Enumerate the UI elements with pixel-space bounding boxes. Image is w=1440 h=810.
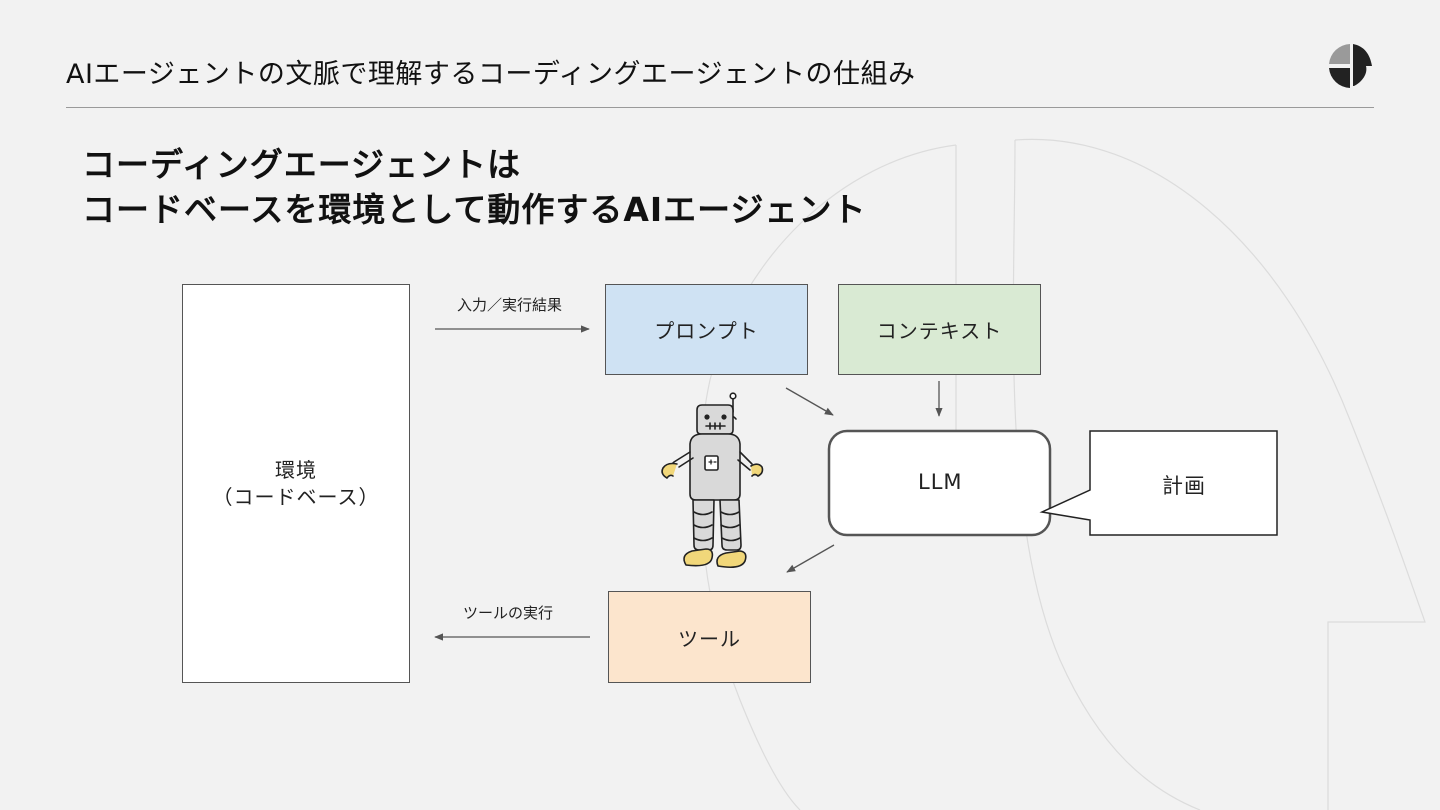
plan-callout [1039,430,1278,536]
llm-label: LLM [918,470,963,494]
llm-node [827,429,1052,537]
plan-label: 計画 [1162,474,1206,498]
input-result-edge-label: 入力／実行結果 [457,296,563,314]
arrow-prompt-to-llm [785,387,834,416]
header-divider [66,107,1374,108]
arrow-llm-to-tool [786,544,835,573]
context-label: コンテキスト [876,319,1003,343]
tool-label: ツール [678,626,741,651]
headline-line-1: コーディングエージェントは [82,145,522,184]
headline: コーディングエージェントは コードベースを環境として動作するAIエージェント [82,142,867,232]
robot-icon [661,392,764,568]
tool-node: ツール [608,591,811,683]
environment-sublabel: （コードベース） [212,484,380,509]
page-title: AIエージェントの文脈で理解するコーディングエージェントの仕組み [66,59,916,90]
context-node: コンテキスト [838,284,1041,375]
prompt-label: プロンプト [654,319,759,343]
headline-line-2: コードベースを環境として動作するAIエージェント [82,190,867,229]
tool-execution-edge-label: ツールの実行 [463,604,554,622]
prompt-node: プロンプト [605,284,808,375]
environment-node: 環境 （コードベース） [182,284,410,683]
brand-logo-icon [1329,44,1372,88]
environment-label: 環境 [275,457,317,482]
